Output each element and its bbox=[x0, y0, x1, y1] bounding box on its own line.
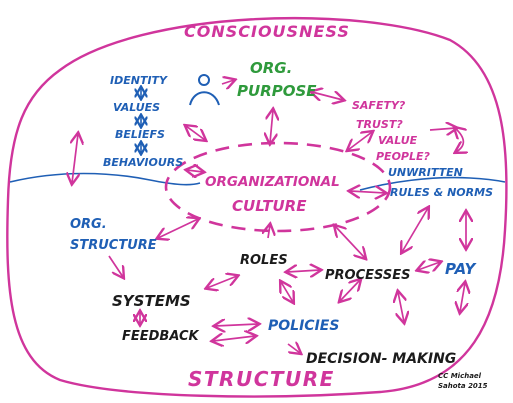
structure-label: STRUCTURE bbox=[188, 367, 335, 391]
behaviours-label: BEHAVIOURS bbox=[103, 156, 183, 169]
org-purpose-label-line1: ORG. bbox=[250, 59, 292, 77]
systems-label: SYSTEMS bbox=[112, 292, 191, 310]
beliefs-label: BELIEFS bbox=[115, 128, 165, 141]
processes-label: PROCESSES bbox=[325, 268, 411, 283]
org-culture-label-line2: CULTURE bbox=[232, 197, 307, 215]
unwritten-rules-label-line1: UNWRITTEN bbox=[388, 166, 463, 179]
identity-label: IDENTITY bbox=[110, 74, 168, 87]
values-label: VALUES bbox=[113, 101, 160, 114]
policies-label: POLICIES bbox=[268, 318, 339, 334]
outer-boundary bbox=[6, 17, 508, 398]
arrows bbox=[72, 80, 466, 353]
value-people-label-line1: VALUE bbox=[378, 134, 418, 147]
org-structure-label-line1: ORG. bbox=[70, 217, 107, 232]
person-icon bbox=[189, 74, 220, 106]
value-people-label-line2: PEOPLE? bbox=[376, 150, 431, 163]
consciousness-label: CONSCIOUSNESS bbox=[184, 22, 350, 41]
org-structure-label-line2: STRUCTURE bbox=[70, 238, 157, 253]
org-purpose-label-line2: PURPOSE bbox=[237, 82, 317, 100]
decision-making-label: DECISION- MAKING bbox=[306, 351, 456, 367]
feedback-label: FEEDBACK bbox=[122, 329, 200, 344]
signature-line2: Sahota 2015 bbox=[438, 382, 488, 390]
pay-label: PAY bbox=[445, 260, 478, 278]
culture-ellipse bbox=[164, 141, 392, 233]
safety-label: SAFETY? bbox=[352, 99, 406, 112]
org-culture-label-line1: ORGANIZATIONAL bbox=[205, 174, 340, 190]
roles-label: ROLES bbox=[240, 253, 288, 268]
signature-line1: CC Michael bbox=[438, 372, 482, 380]
trust-label: TRUST? bbox=[356, 118, 403, 131]
unwritten-rules-label-line2: RULES & NORMS bbox=[390, 186, 493, 199]
